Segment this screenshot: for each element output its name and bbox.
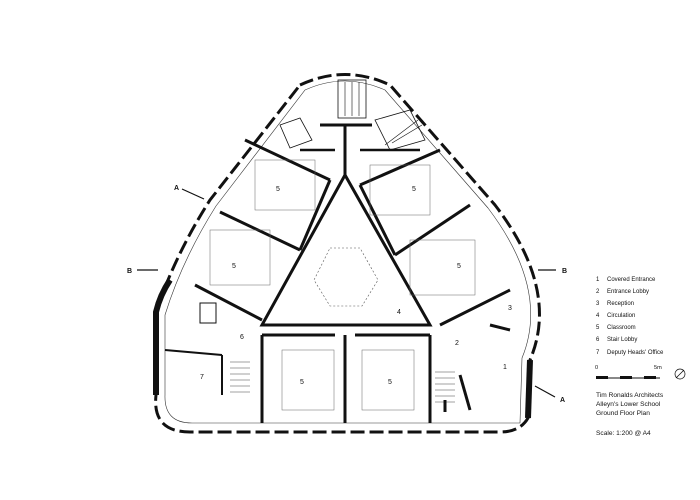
legend-number: 6 xyxy=(596,337,600,344)
legend-item: 3 Reception xyxy=(596,298,663,310)
legend-label: Stair Lobby xyxy=(607,337,638,344)
room-number-classroom-1: 5 xyxy=(276,186,280,193)
room-number-classroom-2: 5 xyxy=(232,263,236,270)
section-marker-a-top: A xyxy=(174,185,205,200)
top-core xyxy=(279,79,426,175)
room-number-classroom-3: 5 xyxy=(412,186,416,193)
legend-item: 4 Circulation xyxy=(596,310,663,322)
central-triangle xyxy=(259,171,433,327)
legend-item: 1 Covered Entrance xyxy=(596,274,663,286)
stairs xyxy=(230,361,455,403)
legend-number: 4 xyxy=(596,313,600,320)
inner-envelope xyxy=(164,80,532,424)
svg-text:B: B xyxy=(562,268,567,275)
room-number-reception: 3 xyxy=(508,305,512,312)
legend-item: 2 Entrance Lobby xyxy=(596,286,663,298)
room-legend: 1 Covered Entrance 2 Entrance Lobby 3 Recepti… xyxy=(596,274,663,359)
room-number-classroom-6: 5 xyxy=(388,379,392,386)
drawing-title: Ground Floor Plan xyxy=(596,410,650,417)
legend-number: 2 xyxy=(596,289,600,296)
legend-number: 7 xyxy=(596,349,600,356)
legend-label: Entrance Lobby xyxy=(607,289,650,296)
scale-text: Scale: 1:200 @ A4 xyxy=(596,430,651,437)
legend-label: Classroom xyxy=(607,325,636,332)
room-number-office: 7 xyxy=(200,374,204,381)
legend-item: 5 Classroom xyxy=(596,322,663,334)
curved-wall-right xyxy=(525,359,533,419)
room-number-stair-lobby: 6 xyxy=(240,334,244,341)
legend-label: Covered Entrance xyxy=(607,277,656,283)
scale-start-label: 0 xyxy=(595,365,599,371)
curved-wall-left xyxy=(153,278,173,395)
rooflight xyxy=(313,247,379,307)
legend-number: 5 xyxy=(596,325,600,332)
classroom-furniture xyxy=(209,159,476,411)
title-block: Tim Ronalds Architects Alleyn's Lower Sc… xyxy=(596,391,663,418)
room-number-entrance-lobby: 2 xyxy=(455,340,459,347)
project-name: Alleyn's Lower School xyxy=(596,401,661,408)
legend-number: 3 xyxy=(596,301,600,308)
room-number-classroom-4: 5 xyxy=(457,263,461,270)
legend-number: 1 xyxy=(596,277,600,283)
outer-wall xyxy=(154,73,541,434)
svg-text:B: B xyxy=(127,268,132,275)
scale-end-label: 5m xyxy=(654,365,662,371)
room-number-covered-entrance: 1 xyxy=(503,364,507,371)
north-arrow-icon xyxy=(674,368,686,380)
office-walls xyxy=(164,302,511,412)
architect-name: Tim Ronalds Architects xyxy=(596,392,664,399)
legend-label: Reception xyxy=(607,301,635,308)
legend-label: Deputy Heads' Office xyxy=(607,349,664,356)
room-number-classroom-5: 5 xyxy=(300,379,304,386)
svg-text:A: A xyxy=(174,185,179,192)
legend-label: Circulation xyxy=(607,313,636,320)
scale-bar xyxy=(596,376,660,379)
section-marker-b-right: B xyxy=(538,268,567,275)
legend-item: 6 Stair Lobby xyxy=(596,334,663,346)
section-marker-a-bottom: A xyxy=(534,385,565,404)
legend-item: 7 Deputy Heads' Office xyxy=(596,347,663,359)
svg-text:A: A xyxy=(560,397,565,404)
room-number-circulation: 4 xyxy=(397,309,401,316)
section-marker-b-left: B xyxy=(127,268,158,275)
